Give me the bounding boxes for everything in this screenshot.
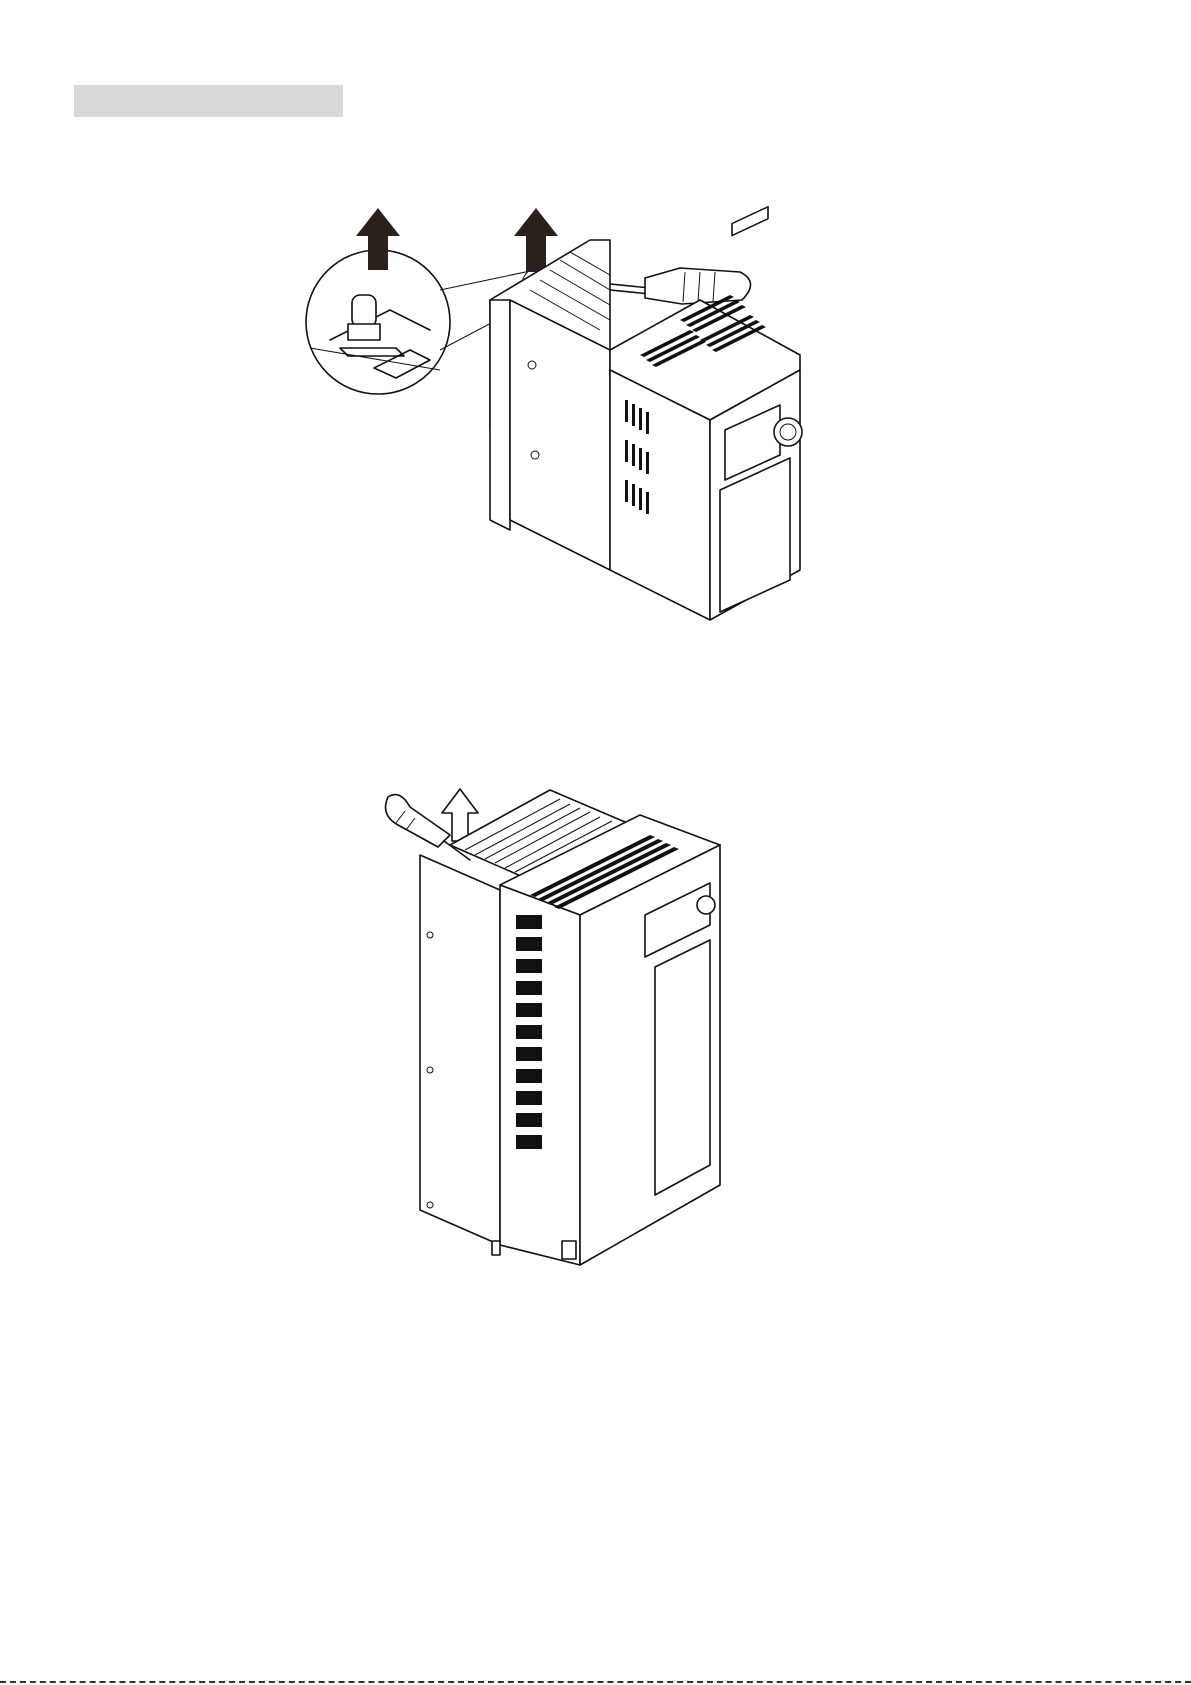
drive-body — [420, 815, 720, 1265]
lift-arrow-callout — [356, 208, 400, 270]
figure-bottom-drive-removal — [380, 785, 780, 1285]
bottom-drive-illustration — [380, 785, 780, 1285]
side-vents — [516, 915, 542, 1149]
section-header-band — [74, 85, 343, 117]
page-bottom-rule — [0, 1681, 1191, 1683]
figure-top-drive-removal — [300, 200, 880, 670]
top-drive-illustration — [300, 200, 880, 670]
